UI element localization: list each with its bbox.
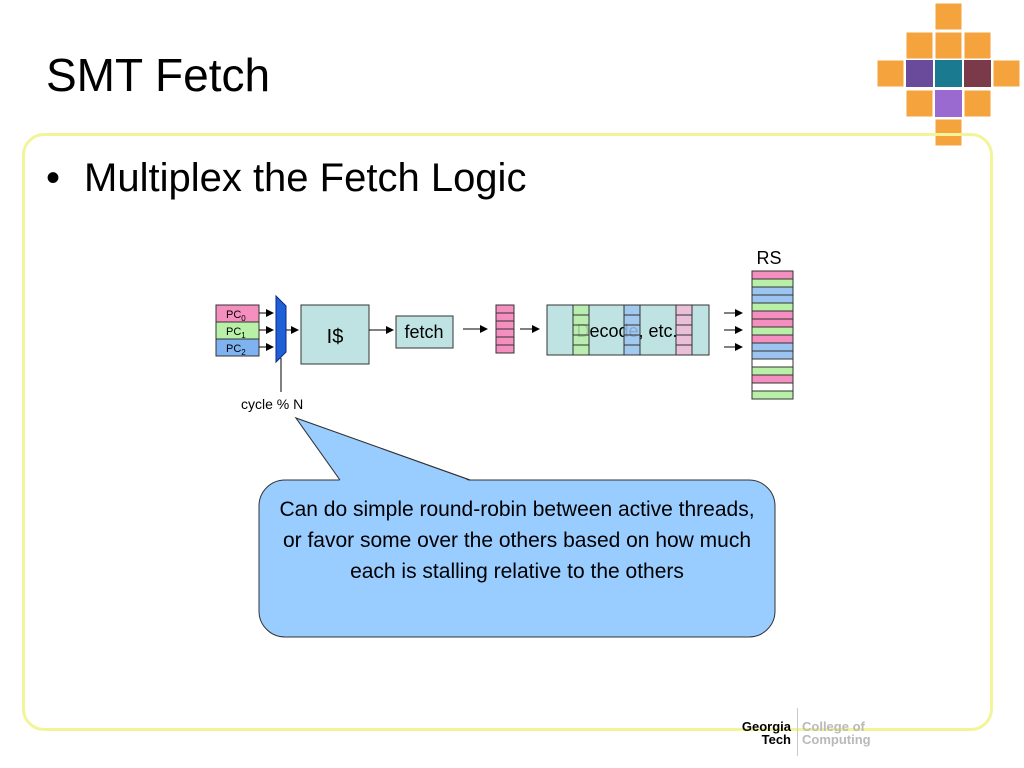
pc-sub-2: 2 — [241, 348, 246, 357]
slide-title: SMT Fetch — [46, 49, 271, 101]
svg-text:PC2: PC2 — [226, 343, 246, 357]
pc-label-1: PC — [226, 326, 241, 338]
logo-left-line1: Georgia — [741, 719, 791, 734]
svg-text:PC1: PC1 — [226, 326, 246, 340]
fetch-buffer — [495, 304, 515, 354]
logo-left-line2: Tech — [761, 732, 791, 747]
logo-right-line1: College of — [802, 719, 865, 734]
decode-pipeline-latch-2 — [675, 304, 693, 356]
pc-register-0: PC0 — [215, 304, 260, 323]
decode-pipeline-latch-0 — [572, 304, 590, 356]
callout-text: Can do simple round-robin between active… — [279, 498, 755, 583]
mux-select-label: cycle % N — [241, 396, 303, 412]
fetch-block — [395, 315, 454, 349]
fetch-label: fetch — [404, 322, 443, 342]
bullet-dot: • — [46, 156, 61, 200]
icache-label: I$ — [327, 326, 344, 348]
reservation-station — [751, 270, 794, 400]
decode-pipeline-latch-1 — [623, 304, 641, 356]
pc-label-2: PC — [226, 343, 241, 355]
pc-label-0: PC — [226, 309, 241, 321]
pc-register-2: PC2 — [215, 338, 260, 357]
pc-sub-0: 0 — [241, 314, 246, 323]
logo-right-line2: Computing — [802, 732, 871, 747]
georgia-tech-logo: Georgia Tech College of Computing — [722, 706, 890, 758]
rs-label: RS — [756, 248, 781, 268]
icache-block — [300, 304, 370, 365]
svg-text:PC0: PC0 — [226, 309, 246, 323]
logo-right: College of Computing — [802, 720, 892, 746]
logo-left: Georgia Tech — [725, 720, 791, 746]
pc-register-1: PC1 — [215, 321, 260, 340]
content-frame — [22, 133, 993, 731]
bullet-item: • Multiplex the Fetch Logic — [46, 158, 526, 198]
bullet-text: Multiplex the Fetch Logic — [84, 156, 527, 200]
thread-select-mux — [275, 294, 287, 364]
pc-sub-1: 1 — [241, 331, 246, 340]
logo-separator — [797, 708, 798, 756]
